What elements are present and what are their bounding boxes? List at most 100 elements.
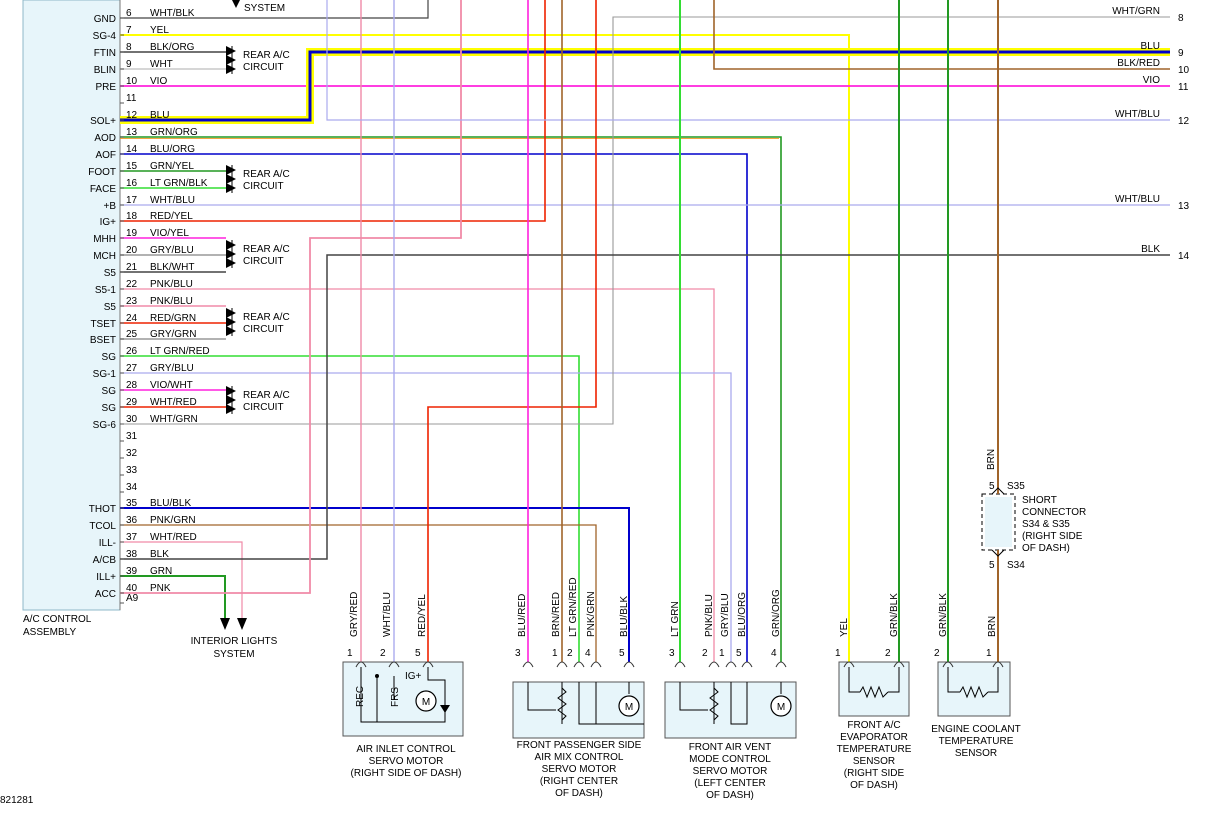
wire-whtblu-12: [326, 0, 1170, 121]
airmix-caption-line-1: AIR MIX CONTROL: [535, 752, 624, 763]
pin-name-8: FTIN: [94, 48, 116, 59]
right-pin-num-9: 9: [1178, 48, 1184, 59]
vert-wire-label-5: LT GRN/RED: [568, 577, 579, 637]
pin-color-15: GRN/YEL: [150, 161, 194, 172]
rear-arrow-3-0: [226, 308, 236, 318]
vent-conn-2: [725, 661, 737, 668]
vent-resistor: [709, 687, 719, 721]
vert-wire-label-8: LT GRN: [670, 601, 681, 637]
interior-arrow-1: [220, 618, 230, 630]
pin-name-14: AOF: [95, 150, 116, 161]
pin-num-27: 27: [126, 363, 138, 374]
pin-name-15: FOOT: [88, 167, 116, 178]
inlet-conn-2: [422, 661, 434, 668]
right-pin-color-13: WHT/BLU: [1115, 194, 1160, 205]
inlet-caption-line-0: AIR INLET CONTROL: [356, 744, 456, 755]
ac-control-assembly-box: [22, 0, 121, 611]
pin-color-30: WHT/GRN: [150, 414, 198, 425]
inlet-motor-icon: [415, 690, 437, 712]
pin-name-29: SG: [102, 403, 117, 414]
coolant-internal: [947, 667, 999, 693]
rear-arrow-4-2: [226, 404, 236, 414]
pin-name-17: +B: [103, 201, 116, 212]
vent-internal: [679, 682, 782, 725]
vent-caption-line-4: OF DASH): [706, 790, 754, 801]
vert-wire-label-4: BRN/RED: [551, 592, 562, 637]
coolant-thermistor: [959, 685, 989, 699]
component-pin-9: 2: [702, 648, 708, 659]
vert-wire-label-11: BLU/ORG: [737, 592, 748, 637]
wire-pin37: [120, 541, 243, 624]
system-arrow: [232, 0, 240, 8]
pin-color-36: PNK/GRN: [150, 515, 196, 526]
pin-color-20: GRY/BLU: [150, 245, 194, 256]
pin-num-6: 6: [126, 8, 132, 19]
wire-pin14: [120, 153, 748, 662]
wire-pin22: [120, 288, 715, 662]
pin-color-18: RED/YEL: [150, 211, 193, 222]
pin-color-10: VIO: [150, 76, 167, 87]
component-pin-14: 2: [885, 648, 891, 659]
wire-pin7-yel: [120, 34, 850, 662]
rear-ac-label-3-l1: REAR A/C: [243, 312, 290, 323]
pin-name-20: MCH: [93, 251, 116, 262]
right-pin-num-8: 8: [1178, 13, 1184, 24]
coolant-caption-line-2: SENSOR: [955, 748, 997, 759]
interior-lights-line1: INTERIOR LIGHTS: [190, 636, 278, 647]
component-pin-7: 5: [619, 648, 625, 659]
pin-num-25: 25: [126, 329, 138, 340]
rear-ac-label-2-l1: REAR A/C: [243, 244, 290, 255]
evap-caption-line-0: FRONT A/C: [847, 720, 900, 731]
pin-num-20: 20: [126, 245, 138, 256]
inlet-caption-line-2: (RIGHT SIDE OF DASH): [351, 768, 462, 779]
coolant-conn-1: [992, 661, 1004, 668]
wire-pin6: [120, 0, 429, 19]
rear-ac-label-4-l2: CIRCUIT: [243, 402, 284, 413]
vert-wire-label-3: BLU/RED: [517, 594, 528, 637]
airmix-caption-line-4: OF DASH): [555, 788, 603, 799]
pin-color-14: BLU/ORG: [150, 144, 195, 155]
pin-num-9: 9: [126, 59, 132, 70]
component-pin-10: 1: [719, 648, 725, 659]
pin-color-25: GRY/GRN: [150, 329, 197, 340]
pin-color-9: WHT: [150, 59, 173, 70]
vent-conn-1: [708, 661, 720, 668]
rear-arrow-2-2: [226, 258, 236, 268]
pin-num-11: 11: [126, 93, 137, 104]
vert-wire-label-10: GRY/BLU: [720, 593, 731, 637]
inlet-diode: [440, 705, 450, 713]
pin-name-7: SG-4: [93, 31, 117, 42]
pin-color-27: GRY/BLU: [150, 363, 194, 374]
pin-name-30: SG-6: [93, 420, 117, 431]
pin-name-37: ILL-: [99, 538, 116, 549]
evap-conn-1: [893, 661, 905, 668]
wire-blkred: [713, 0, 1170, 70]
right-pin-color-12: WHT/BLU: [1115, 109, 1160, 120]
pin-num-17: 17: [126, 195, 138, 206]
ac-control-label: A/C CONTROL ASSEMBLY: [23, 613, 91, 639]
pin-name-6: GND: [94, 14, 116, 25]
right-pin-color-9: BLU: [1141, 41, 1160, 52]
right-pin-num-10: 10: [1178, 65, 1190, 76]
airmix-motor-icon-label: M: [625, 702, 633, 713]
evap-thermistor: [859, 685, 889, 699]
component-pin-3: 3: [515, 648, 521, 659]
rear-arrow-0-1: [226, 55, 236, 65]
wire-pin12-blu: [120, 50, 1170, 122]
pin-num-39: 39: [126, 566, 138, 577]
pin-color-7: YEL: [150, 25, 169, 36]
pin-name-35: THOT: [89, 504, 116, 515]
component-pin-11: 5: [736, 648, 742, 659]
inlet-internal-2: [376, 667, 446, 722]
right-pin-color-11: VIO: [1143, 75, 1160, 86]
pin-name-23: S5: [104, 302, 117, 313]
pin-num-34: 34: [126, 482, 138, 493]
pin-color-35: BLU/BLK: [150, 498, 191, 509]
airmix-conn-0: [522, 661, 534, 668]
pin-num-37: 37: [126, 532, 138, 543]
vert-wire-label-13: YEL: [839, 618, 850, 637]
evap-caption-line-3: SENSOR: [853, 756, 895, 767]
inlet-ig-text: IG+: [405, 671, 422, 682]
